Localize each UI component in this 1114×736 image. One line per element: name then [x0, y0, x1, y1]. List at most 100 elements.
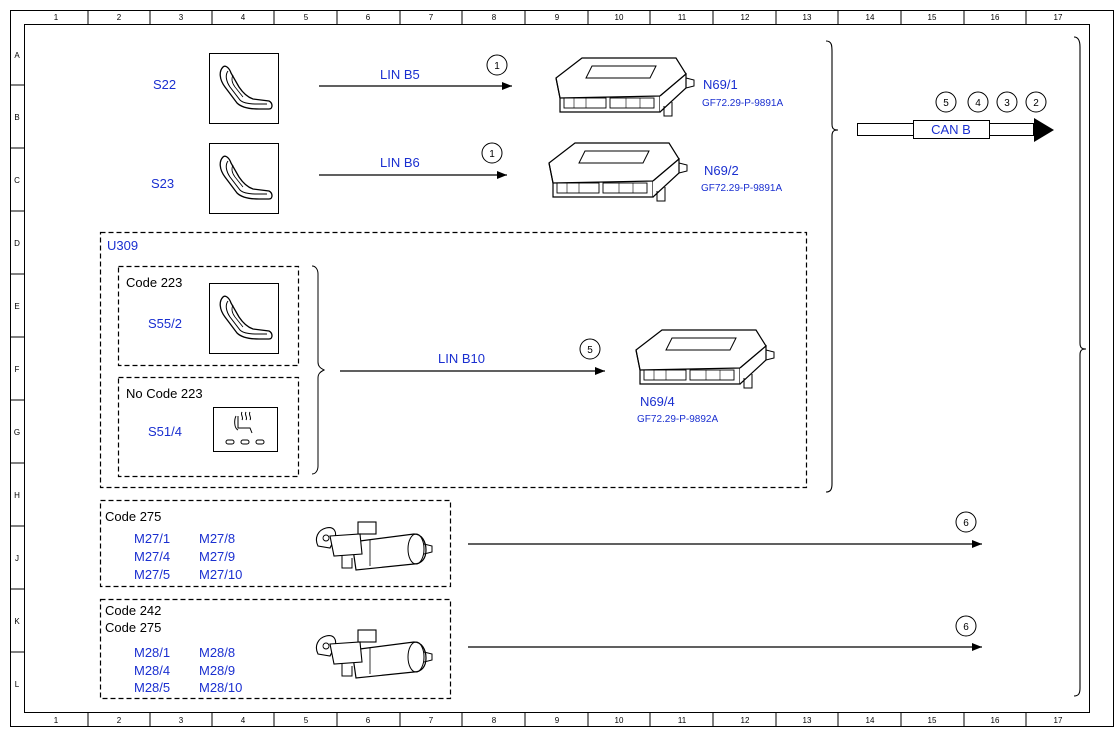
callout-circle — [481, 142, 503, 164]
callout-number: 6 — [963, 622, 969, 633]
group-code-223-label: Code 223 — [126, 275, 182, 290]
grid-column-labels: 1 2 3 4 5 6 7 8 9 10 11 12 13 14 15 16 1… — [54, 13, 1063, 725]
control-module-n69-2 — [548, 142, 688, 202]
callout-number: 2 — [1033, 98, 1039, 109]
grid-col-label: 7 — [429, 716, 434, 725]
module-n69-1-name: N69/1 — [703, 77, 738, 92]
callout-circle — [955, 615, 977, 637]
seat-switch-s23 — [209, 143, 279, 214]
switch-s55-2-label: S55/2 — [148, 316, 182, 331]
callout-number: 3 — [1004, 98, 1010, 109]
callout-circle — [996, 91, 1018, 113]
grid-row-label: C — [14, 176, 20, 185]
motor-label: M27/10 — [199, 567, 242, 582]
grid-col-label: 15 — [928, 716, 937, 725]
outer-brace — [1073, 36, 1087, 697]
callout-circle — [579, 338, 601, 360]
seat-switch-s22 — [209, 53, 279, 124]
grid-col-label: 5 — [304, 716, 309, 725]
callout-number: 1 — [489, 149, 495, 160]
grid-row-label: B — [14, 113, 19, 122]
motor-label: M27/1 — [134, 531, 170, 546]
callout-number: 6 — [963, 518, 969, 529]
callout-circle — [967, 91, 989, 113]
grid-row-label: H — [14, 491, 20, 500]
callout-circle — [935, 91, 957, 113]
switch-s22-label: S22 — [153, 77, 176, 92]
grid-col-label: 9 — [555, 716, 560, 725]
motor-label: M28/5 — [134, 680, 170, 695]
callout-number: 5 — [943, 98, 949, 109]
grid-row-label: F — [15, 365, 20, 374]
control-module-n69-1 — [555, 57, 695, 117]
motor-label: M28/8 — [199, 645, 235, 660]
module-n69-4-ref: GF72.29-P-9892A — [637, 414, 718, 425]
motor-label: M27/8 — [199, 531, 235, 546]
grid-col-label: 4 — [241, 13, 246, 22]
grid-col-label: 17 — [1054, 13, 1063, 22]
grid-row-label: D — [14, 239, 20, 248]
grid-col-label: 10 — [615, 716, 624, 725]
grid-col-label: 12 — [741, 13, 750, 22]
grid-col-label: 16 — [991, 716, 1000, 725]
grid-col-label: 1 — [54, 13, 59, 22]
control-module-n69-4 — [635, 329, 775, 389]
callout-number: 1 — [494, 61, 500, 72]
grid-col-label: 14 — [866, 13, 875, 22]
module-n69-4-name: N69/4 — [640, 394, 675, 409]
group-code-275-m27-box — [99, 499, 452, 588]
grid-row-label: E — [14, 302, 19, 311]
grid-col-label: 6 — [366, 13, 371, 22]
callout-circle — [955, 511, 977, 533]
grid-col-label: 13 — [803, 716, 812, 725]
group-code-242-label: Code 242 — [105, 603, 161, 618]
grid-col-label: 8 — [492, 716, 497, 725]
lin-b6-label: LIN B6 — [380, 155, 420, 170]
callout-circle — [486, 54, 508, 76]
grid-col-label: 16 — [991, 13, 1000, 22]
motor-label: M28/4 — [134, 663, 170, 678]
seat-heat-icon — [225, 411, 265, 445]
grid-col-label: 3 — [179, 13, 184, 22]
grid-row-label: J — [15, 554, 19, 563]
upper-brace — [825, 40, 839, 493]
switch-s23-label: S23 — [151, 176, 174, 191]
group-code-223-box — [117, 265, 300, 367]
grid-col-label: 5 — [304, 13, 309, 22]
grid-col-label: 14 — [866, 716, 875, 725]
motor-label: M28/1 — [134, 645, 170, 660]
grid-row-label: K — [14, 617, 20, 626]
group-code-242-275-m28-box — [99, 598, 452, 700]
motor-label: M28/9 — [199, 663, 235, 678]
grid-col-label: 1 — [54, 716, 59, 725]
grid-row-label: A — [14, 51, 20, 60]
grid-col-label: 12 — [741, 716, 750, 725]
callout-number: 4 — [975, 98, 981, 109]
motor-label: M28/10 — [199, 680, 242, 695]
u309-inner-brace — [311, 265, 326, 475]
group-u309-label: U309 — [107, 238, 138, 253]
grid-col-label: 6 — [366, 716, 371, 725]
callout-number: 5 — [587, 345, 593, 356]
group-no-code-223-label: No Code 223 — [126, 386, 203, 401]
grid-col-label: 4 — [241, 716, 246, 725]
callout-circle — [1025, 91, 1047, 113]
group-u309-box — [99, 231, 808, 489]
switch-s51-4-label: S51/4 — [148, 424, 182, 439]
grid-col-label: 2 — [117, 716, 122, 725]
can-b-bus — [857, 118, 1054, 142]
seat-motor-m27 — [315, 521, 433, 571]
lin-b5-label: LIN B5 — [380, 67, 420, 82]
can-b-label: CAN B — [931, 122, 971, 137]
seat-switch-s55-2 — [209, 283, 279, 354]
grid-col-label: 11 — [678, 716, 687, 725]
module-n69-2-name: N69/2 — [704, 163, 739, 178]
grid-col-label: 8 — [492, 13, 497, 22]
grid-col-label: 3 — [179, 716, 184, 725]
group-no-code-223-box — [117, 376, 300, 478]
grid-col-label: 9 — [555, 13, 560, 22]
grid-col-label: 2 — [117, 13, 122, 22]
seat-motor-m28 — [315, 629, 433, 679]
grid-row-label: L — [15, 680, 20, 689]
